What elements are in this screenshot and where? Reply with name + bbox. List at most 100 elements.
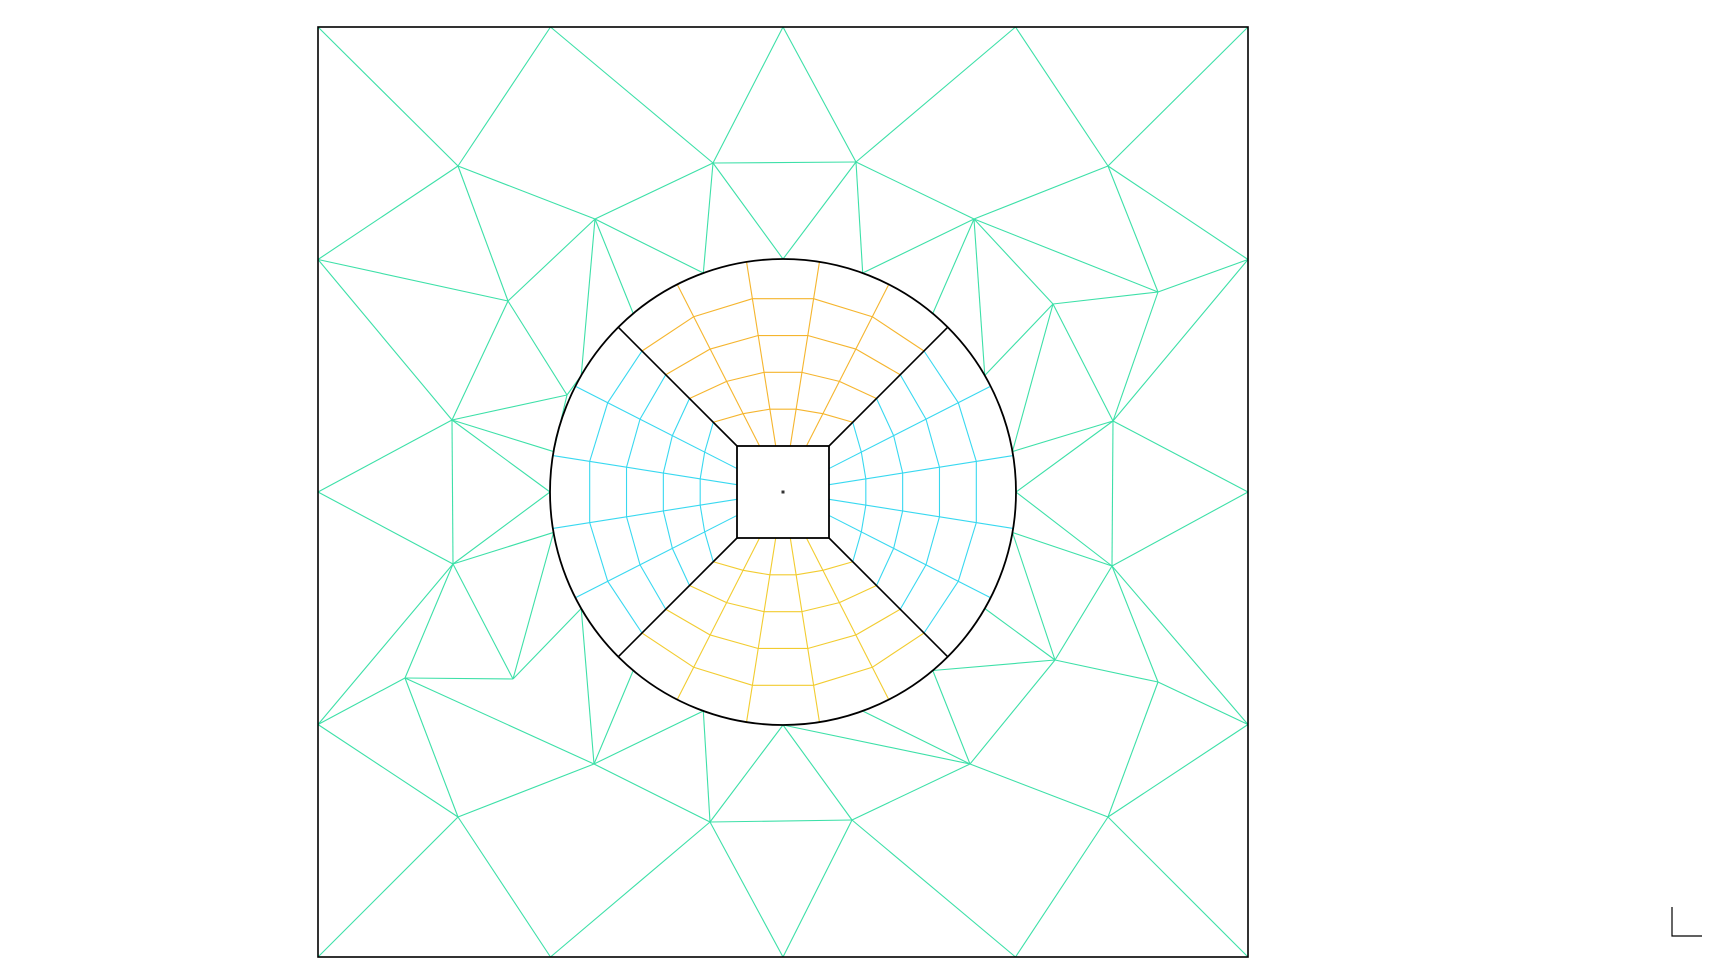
outer-mesh-edge (451, 419, 551, 493)
outer-mesh-edge (855, 26, 1016, 163)
outer-mesh-edge (1107, 165, 1159, 293)
inner-mesh-edge (876, 398, 895, 436)
outer-mesh-edge (317, 26, 459, 167)
inner-mesh-edge (828, 455, 1014, 486)
outer-mesh-edge (317, 816, 459, 958)
inner-mesh-edge (671, 398, 690, 436)
outer-mesh-edge (512, 608, 582, 680)
outer-mesh-edge (862, 710, 971, 765)
outer-mesh-edge (1107, 816, 1249, 958)
outer-mesh-edge (451, 419, 554, 453)
inner-mesh-edge (710, 334, 759, 350)
outer-mesh-edge (855, 161, 864, 274)
inner-mesh-edge (699, 505, 706, 532)
inner-mesh-edge (807, 634, 856, 650)
outer-mesh-edge (1112, 420, 1249, 493)
outer-mesh-edge (782, 161, 857, 260)
outer-mesh-edge (594, 218, 704, 274)
outer-mesh-edge (712, 161, 857, 164)
inner-mesh-edge (899, 374, 927, 420)
outer-mesh-edge (973, 218, 1054, 305)
inner-mesh-edge (607, 350, 643, 403)
outer-mesh-edge (1015, 420, 1114, 493)
outer-mesh-edge (782, 724, 971, 765)
outer-mesh-edge (404, 677, 595, 765)
outer-mesh-edge (317, 165, 459, 260)
outer-mesh-edge (969, 659, 1056, 765)
inner-mesh-edge (575, 514, 738, 599)
outer-mesh-edge (580, 218, 596, 376)
outer-mesh-edge (855, 161, 975, 220)
outer-mesh-edge (580, 608, 595, 765)
outer-mesh-edge (782, 819, 853, 958)
inner-mesh-edge (639, 564, 667, 610)
outer-mesh-edge (457, 165, 596, 220)
inner-mesh-edge (855, 348, 901, 376)
inner-mesh-edge (552, 455, 738, 486)
geometry-edges (317, 26, 1249, 958)
partition-edge (828, 326, 949, 447)
inner-mesh-edge (839, 585, 877, 604)
outer-mesh-edge (782, 724, 853, 821)
outer-mesh-edge (1111, 565, 1159, 683)
inner-mesh-edge (807, 334, 856, 350)
outer-mesh-edge (1157, 681, 1249, 725)
outer-mesh-edge (457, 26, 551, 167)
inner-mesh-edge (828, 514, 991, 599)
outer-mesh-edge (851, 763, 971, 821)
inner-mesh-edge (713, 413, 744, 423)
inner-mesh-edge (828, 385, 991, 470)
inner-mesh-edge (689, 585, 727, 604)
outer-mesh-edge (702, 162, 714, 274)
inner-mesh-edge (704, 422, 714, 453)
inner-mesh-edge (662, 510, 673, 549)
inner-mesh-edge (801, 371, 840, 382)
outer-mesh-edge (507, 218, 596, 302)
outer-mesh-edge (973, 218, 1159, 293)
outer-mesh-edge (1112, 259, 1249, 422)
outer-mesh-edge (969, 763, 1109, 818)
inner-mesh-edge (676, 537, 761, 700)
inner-mesh-edge (746, 261, 777, 447)
outer-mesh-edge (317, 491, 454, 565)
inner-mesh-edge (625, 419, 641, 468)
outer-mesh-edge (550, 26, 714, 164)
inner-mesh-edge (639, 374, 667, 420)
outer-mesh-edge (984, 608, 1056, 661)
inner-mesh-edge (822, 413, 853, 423)
inner-mesh-edge (665, 608, 711, 636)
inner-mesh-edge (828, 498, 1014, 529)
outer-mesh-edge (1015, 26, 1109, 167)
inner-square (736, 445, 830, 539)
outer-mesh-edge (709, 819, 853, 823)
outer-mesh-edge (404, 677, 514, 680)
outer-mesh-edge (512, 532, 555, 680)
outer-mesh-edge (712, 162, 784, 260)
inner-mesh-edge (872, 316, 925, 352)
outer-mesh-edge (984, 303, 1054, 376)
outer-mesh-edge (709, 724, 784, 823)
outer-mesh-edge (593, 710, 704, 765)
outer-mesh-edge (712, 26, 784, 164)
inner-mesh-edge (726, 602, 765, 613)
outer-mesh-edge (594, 162, 714, 220)
inner-mesh-edge (860, 505, 867, 532)
outer-mesh-edge (702, 710, 711, 823)
outer-mesh-edge (317, 724, 459, 818)
inner-mesh-edge (822, 561, 853, 571)
outer-boundary (317, 26, 1249, 958)
inner-mesh-edge (796, 569, 823, 576)
outer-mesh-edge (452, 491, 551, 565)
outer-mesh-edge (507, 300, 568, 396)
inner-mesh-edge (704, 531, 714, 562)
outer-mesh-edge (932, 218, 975, 314)
outer-mesh-edge (932, 670, 971, 765)
inner-mesh-edge (693, 298, 753, 318)
center-point-icon (781, 490, 785, 494)
outer-mesh-edge (317, 419, 453, 493)
inner-mesh-edge (743, 569, 770, 576)
inner-mesh-edge (699, 452, 706, 479)
outer-mesh-edge (593, 763, 711, 823)
